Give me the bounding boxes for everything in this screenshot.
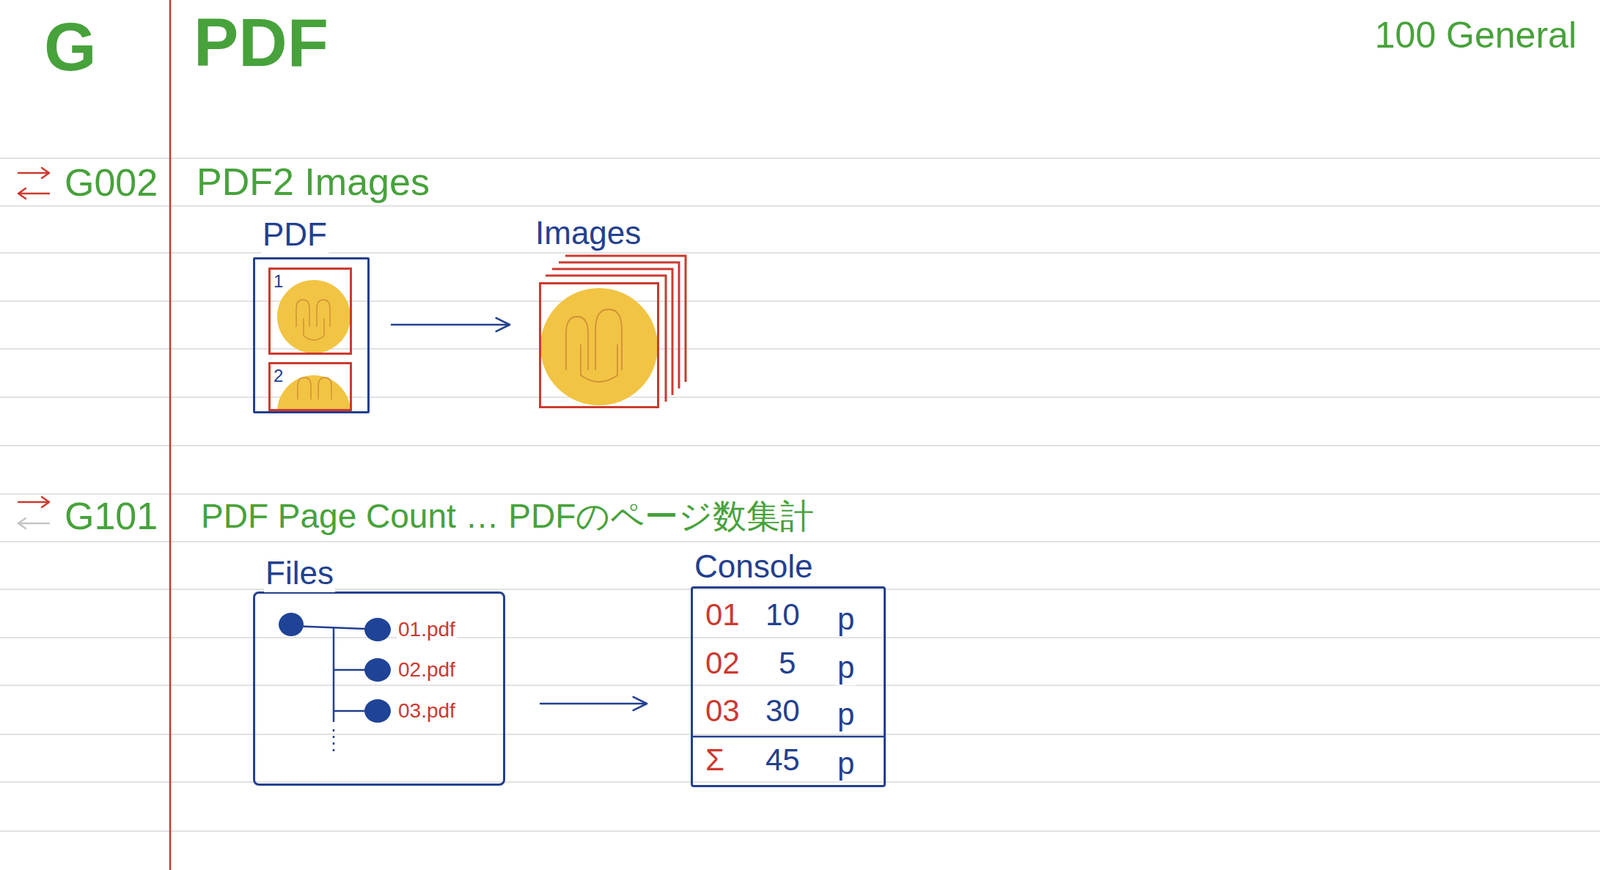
ruled-line <box>0 637 1600 639</box>
ruled-line <box>0 684 1600 687</box>
face-mouth <box>303 318 325 341</box>
box-heading: PDF <box>261 216 329 254</box>
smiley-face <box>277 375 351 414</box>
page-title: PDF <box>192 4 330 83</box>
file-name: 02.pdf <box>396 658 457 682</box>
tree-continuation <box>332 729 336 756</box>
folder-dot <box>278 613 304 637</box>
face-eye <box>297 377 311 400</box>
ruled-line <box>0 830 1600 833</box>
file-dot <box>364 658 391 682</box>
file-name: 01.pdf <box>396 618 457 642</box>
tree-trunk <box>332 627 336 723</box>
ruled-line <box>0 252 1600 254</box>
link-arrow-in <box>18 518 50 529</box>
ruled-line <box>0 348 1600 350</box>
ruled-line <box>0 588 1600 591</box>
page-frame: 1 <box>268 267 352 355</box>
figure-box: PDF12 <box>252 257 370 414</box>
table-cell: 45 <box>764 742 802 779</box>
total-divider <box>692 736 885 739</box>
tree-branch <box>333 669 366 672</box>
ruled-line <box>0 205 1600 207</box>
box-heading: Console <box>692 548 814 586</box>
flow-arrow <box>391 324 510 327</box>
table-cell: 30 <box>764 693 802 729</box>
page-frame: 2 <box>268 362 352 412</box>
tree-branch <box>333 710 366 713</box>
table-cell: 10 <box>764 597 802 633</box>
face-mouth <box>580 344 618 383</box>
ruled-line <box>0 734 1600 736</box>
item-code: G002 <box>63 161 160 206</box>
page-number: 2 <box>272 365 284 387</box>
table-cell: 5 <box>777 646 798 682</box>
face-eye <box>566 316 589 371</box>
margin-line <box>169 0 172 870</box>
ruled-line <box>0 541 1600 543</box>
table-cell: 02 <box>703 646 742 682</box>
table-cell: p <box>835 697 856 733</box>
ruled-line <box>0 781 1600 784</box>
ruled-line <box>0 300 1600 303</box>
smiley-face <box>277 280 351 354</box>
table-cell: p <box>835 650 856 686</box>
file-dot <box>364 618 391 642</box>
figure-box: Files <box>252 591 506 787</box>
category-note: 100 General <box>1373 14 1579 58</box>
table-cell: p <box>835 746 856 782</box>
ruled-line <box>0 157 1600 160</box>
link-arrow-in <box>18 188 50 199</box>
table-cell: p <box>835 602 856 638</box>
flow-arrow <box>540 703 647 706</box>
ruled-line <box>0 445 1600 447</box>
item-title: PDF2 Images <box>195 160 432 205</box>
table-cell: 03 <box>703 693 742 729</box>
face-eye <box>296 299 310 328</box>
smiley-face <box>540 288 658 406</box>
section-letter: G <box>42 8 99 87</box>
item-code: G101 <box>63 494 160 539</box>
table-cell: Σ <box>703 742 726 779</box>
file-name: 03.pdf <box>396 699 457 724</box>
file-dot <box>364 699 391 724</box>
link-arrow-out <box>18 497 50 508</box>
page-number: 1 <box>272 271 284 292</box>
face-eye <box>316 299 330 328</box>
face-eye <box>318 377 332 400</box>
table-cell: 01 <box>703 597 742 633</box>
figure-box: Images <box>538 282 660 409</box>
box-heading: Files <box>263 555 336 593</box>
link-arrow-out <box>18 167 50 179</box>
ruled-line <box>0 396 1600 399</box>
ruled-line <box>0 493 1600 495</box>
item-title: PDF Page Count … PDFのページ数集計 <box>199 497 816 537</box>
box-heading: Images <box>533 214 643 253</box>
